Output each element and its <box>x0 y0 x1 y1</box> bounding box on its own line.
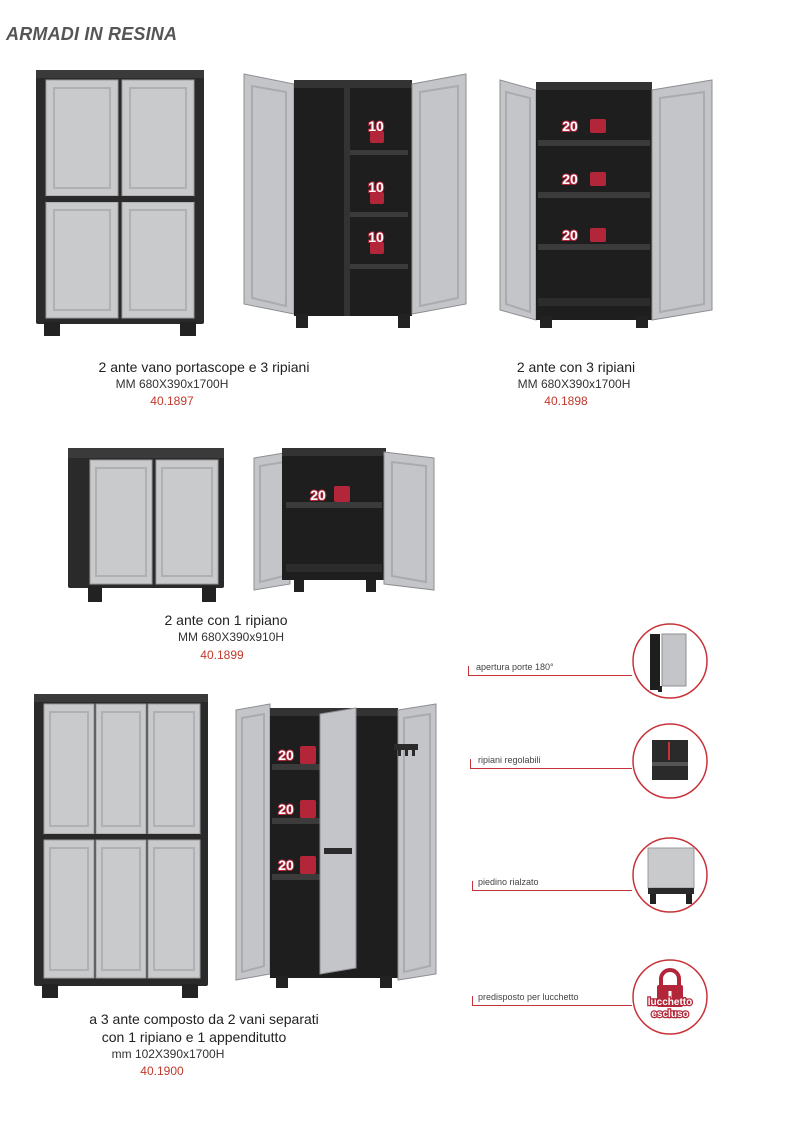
feature-3-label: piedino rialzato <box>478 877 539 887</box>
feature-3-line <box>472 890 632 891</box>
product-4-load-3: 20 <box>278 857 294 873</box>
hook-rack-icon <box>392 740 420 760</box>
product-1-shelf-load-badge: 10 <box>358 178 392 208</box>
product-1-load-2: 10 <box>368 179 384 195</box>
feature-2-line <box>470 768 632 769</box>
product-3-code: 40.1899 <box>200 648 244 662</box>
product-4-code: 40.1900 <box>140 1064 184 1078</box>
feature-1-tick <box>468 666 469 676</box>
product-3-closed-image <box>66 446 226 606</box>
feature-4-line <box>472 1005 632 1006</box>
adjustable-shelf-icon <box>630 722 710 800</box>
product-1-shelf-load-badge: 10 <box>358 117 392 147</box>
product-2-shelf-load-badge: 20 <box>556 113 616 137</box>
product-4-shelf-load-badge: 20 <box>272 796 324 822</box>
product-1-dimensions: MM 680X390x1700H <box>115 377 229 391</box>
padlock-icon: lucchetto escluso <box>630 958 710 1036</box>
product-4-load-2: 20 <box>278 801 294 817</box>
product-4-load-1: 20 <box>278 747 294 763</box>
feature-3-tick <box>472 881 473 891</box>
product-2-load-3: 20 <box>562 227 578 243</box>
product-3-load-1: 20 <box>310 487 326 503</box>
product-3-shelf-load-badge: 20 <box>306 482 358 506</box>
product-1-load-1: 10 <box>368 118 384 134</box>
product-2-dimensions: MM 680X390x1700H <box>517 377 631 391</box>
product-3-dimensions: MM 680X390x910H <box>177 630 285 644</box>
feature-1-label: apertura porte 180° <box>476 662 554 672</box>
product-2-code: 40.1898 <box>544 394 588 408</box>
feature-1-line <box>468 675 632 676</box>
feature-2-label: ripiani regolabili <box>478 755 541 765</box>
product-1-load-3: 10 <box>368 229 384 245</box>
feature-4-tick <box>472 996 473 1006</box>
product-2-description: 2 ante con 3 ripiani <box>516 359 636 375</box>
product-4-description-line2: con 1 ripiano e 1 appenditutto <box>101 1029 287 1045</box>
product-4-dimensions: mm 102X390x1700H <box>111 1047 225 1061</box>
product-4-description-line1: a 3 ante composto da 2 vani separati <box>89 1011 319 1027</box>
page-title: ARMADI IN RESINA <box>6 24 178 44</box>
product-1-shelf-load-badge: 10 <box>358 228 392 258</box>
product-1-closed-image <box>32 66 208 338</box>
feature-4-label: predisposto per lucchetto <box>478 992 579 1002</box>
product-2-load-2: 20 <box>562 171 578 187</box>
product-4-shelf-load-badge: 20 <box>272 852 324 878</box>
raised-foot-icon <box>630 836 710 914</box>
product-1-code: 40.1897 <box>150 394 194 408</box>
padlock-note-line2: escluso <box>651 1009 688 1020</box>
product-4-closed-image <box>30 690 212 1002</box>
door-opening-icon <box>630 622 710 700</box>
product-1-open-image <box>240 70 472 332</box>
product-2-load-1: 20 <box>562 118 578 134</box>
product-3-open-image <box>250 446 440 598</box>
product-2-shelf-load-badge: 20 <box>556 166 616 190</box>
product-4-shelf-load-badge: 20 <box>272 742 324 768</box>
product-3-description: 2 ante con 1 ripiano <box>164 612 288 628</box>
product-4-open-image <box>232 700 440 990</box>
padlock-note-line1: lucchetto <box>648 997 692 1008</box>
product-1-description: 2 ante vano portascope e 3 ripiani <box>98 359 310 375</box>
product-2-shelf-load-badge: 20 <box>556 222 616 246</box>
feature-2-tick <box>470 759 471 769</box>
